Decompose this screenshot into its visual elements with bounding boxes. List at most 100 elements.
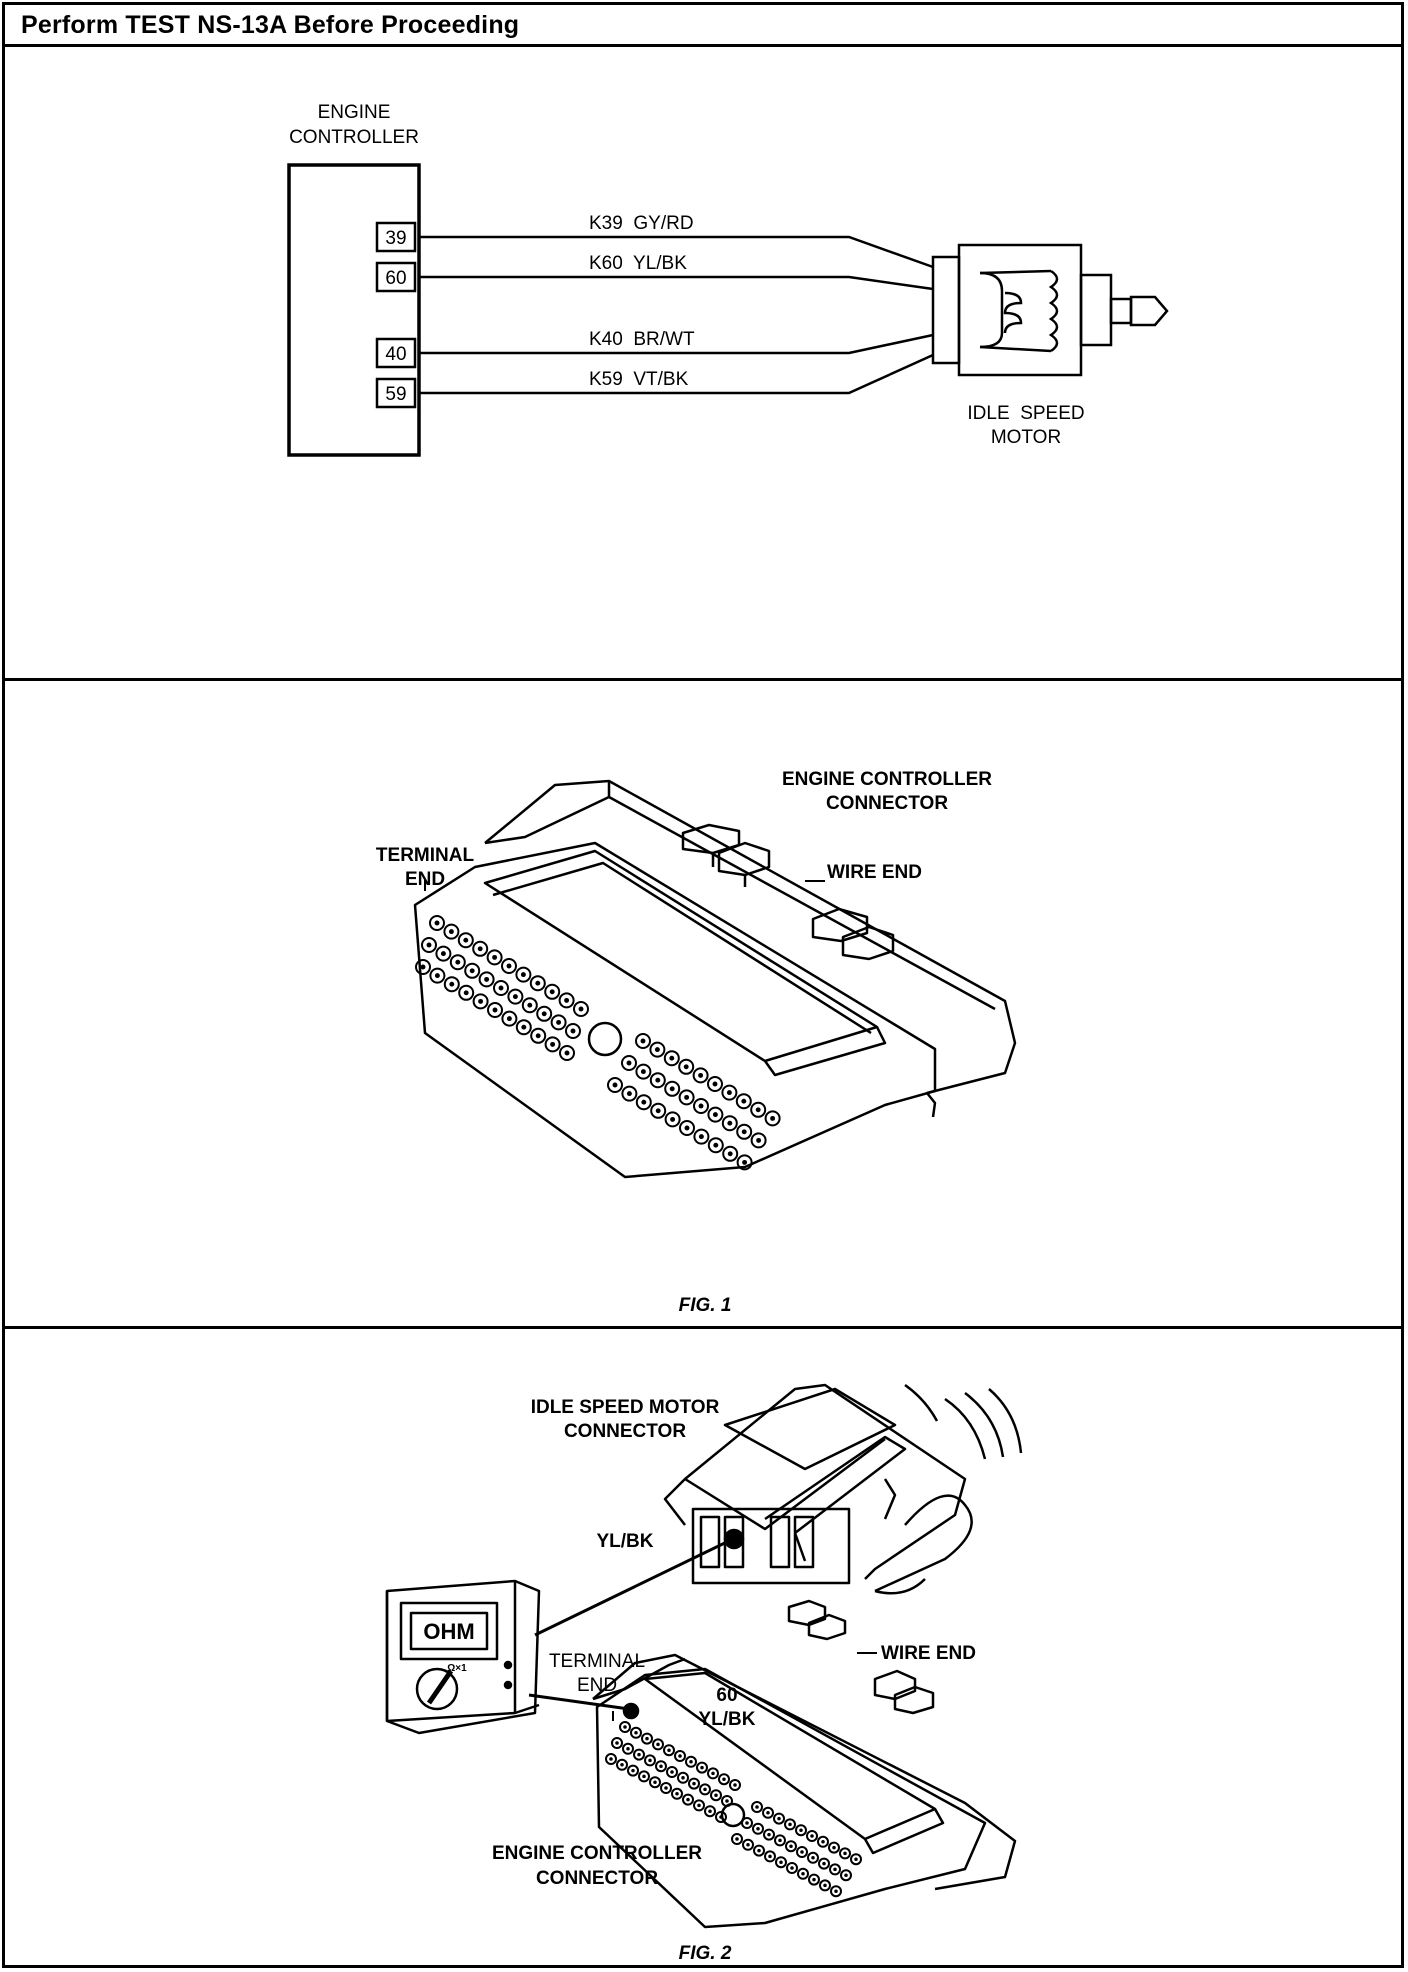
fig1-pin-contact xyxy=(541,1011,547,1017)
fig2-pin xyxy=(666,1766,678,1778)
fig1-pin xyxy=(750,1132,767,1149)
fig2-pin-contact xyxy=(615,1741,619,1745)
fig1-pin-contact xyxy=(713,1142,719,1148)
fig2-pin-contact xyxy=(667,1748,671,1752)
fig2-terminal-label-line1: TERMINAL xyxy=(549,1651,645,1672)
fig2-pin xyxy=(633,1748,645,1761)
fig2-pin-contact xyxy=(648,1758,652,1763)
fig2-pin xyxy=(784,1818,796,1831)
fig1-pin-contact xyxy=(712,1112,718,1118)
fig2-pin-contact xyxy=(609,1757,613,1761)
fig1-pin-contact xyxy=(683,1064,689,1070)
fig1-pin-contact xyxy=(492,1007,498,1013)
header-title: Perform TEST NS-13A Before Proceeding xyxy=(21,11,520,39)
fig1-caption: FIG. 1 xyxy=(679,1295,732,1316)
fig2-pin-contact xyxy=(790,1866,794,1870)
wire-label-k39: K39 GY/RD xyxy=(589,213,694,234)
fig1-pin-contact xyxy=(434,973,440,979)
meter-display-text: OHM xyxy=(423,1619,474,1644)
fig2-pin xyxy=(605,1753,617,1765)
fig2-pin xyxy=(660,1782,672,1794)
fig2-pin-contact xyxy=(686,1797,690,1802)
fig1-pin-contact xyxy=(455,959,461,965)
fig2-pin xyxy=(721,1795,733,1807)
fig2-pin xyxy=(641,1732,653,1745)
fig1-pin xyxy=(515,966,532,983)
fig2-pin-contact xyxy=(700,1765,704,1770)
fig1-pin xyxy=(478,971,495,988)
fig1-pin xyxy=(693,1098,709,1114)
fig1-pin-contact xyxy=(741,1129,747,1135)
fig2-pin-contact xyxy=(678,1754,682,1758)
fig1-panel: ENGINE CONTROLLER CONNECTOR TERMINAL END… xyxy=(5,681,1401,1329)
fig1-pin xyxy=(501,958,517,974)
fig2-pin xyxy=(693,1799,705,1812)
fig1-pin-contact xyxy=(506,1016,512,1022)
fig2-pin-contact xyxy=(675,1792,679,1796)
fig1-pin xyxy=(443,923,460,940)
fig1-pin xyxy=(650,1102,667,1119)
fig2-pin-contact xyxy=(810,1834,814,1838)
fig2-caption: FIG. 2 xyxy=(679,1943,732,1964)
fig2-pin-contact xyxy=(834,1889,838,1893)
fig1-pin xyxy=(443,976,460,993)
fig2-pin xyxy=(696,1761,708,1774)
fig1-pin-contact xyxy=(506,963,512,969)
fig2-pin-contact xyxy=(799,1828,803,1832)
fig1-pin xyxy=(573,1001,589,1017)
idle-speed-motor-symbol xyxy=(931,243,1169,377)
fig1-pin xyxy=(621,1085,638,1102)
pin-label-60: 60 xyxy=(385,268,406,289)
fig1-pin xyxy=(486,949,503,966)
fig1-wire-end-label: WIRE END xyxy=(827,862,922,883)
fig2-pin xyxy=(729,1779,741,1791)
fig2-pin xyxy=(622,1742,634,1755)
fig1-pin-contact xyxy=(670,1116,676,1122)
fig1-connector-drawing: ENGINE CONTROLLER CONNECTOR TERMINAL END… xyxy=(376,769,1017,1316)
fig1-connector-label-line2: CONNECTOR xyxy=(826,793,948,814)
pin-box-39 xyxy=(375,221,417,253)
fig2-pin xyxy=(795,1824,807,1837)
fig2-pin-contact xyxy=(711,1771,715,1776)
fig1-pin xyxy=(464,962,481,979)
fig2-pin xyxy=(742,1838,754,1851)
fig1-pin xyxy=(693,1128,710,1145)
fig1-pin xyxy=(750,1101,767,1118)
fig2-pin xyxy=(829,1863,841,1876)
fig2-pin-contact xyxy=(823,1883,827,1888)
fig2-pin xyxy=(785,1840,797,1853)
fig1-pin-contact xyxy=(578,1006,584,1012)
fig1-pin-contact xyxy=(726,1090,732,1096)
fig2-pin xyxy=(677,1771,689,1784)
fig1-pin xyxy=(536,1005,553,1022)
fig2-pin-contact xyxy=(637,1752,641,1757)
fig1-pin xyxy=(635,1033,651,1049)
wire-label-k60: K60 YL/BK xyxy=(589,253,687,274)
fig1-pin xyxy=(493,980,509,996)
fig1-pin xyxy=(707,1076,723,1092)
fig2-pin-contact xyxy=(692,1781,696,1786)
fig1-pin xyxy=(435,945,452,962)
fig2-pin-contact xyxy=(681,1776,685,1780)
fig1-pin xyxy=(544,1036,561,1053)
fig1-pin xyxy=(736,1123,753,1140)
fig1-pin xyxy=(458,984,475,1001)
fig2-pin-contact xyxy=(703,1787,707,1792)
fig1-pin-contact xyxy=(535,980,541,986)
fig1-pin-contact xyxy=(640,1069,646,1075)
sheet-header: Perform TEST NS-13A Before Proceeding xyxy=(5,5,1401,47)
fig1-pin xyxy=(664,1111,681,1128)
fig1-pin-contact xyxy=(512,994,518,1000)
fig2-pin-array xyxy=(605,1721,862,1898)
fig1-pin-contact xyxy=(655,1108,661,1114)
fig1-pin-contact xyxy=(698,1072,704,1078)
fig2-pin xyxy=(774,1834,786,1847)
wire-k39 xyxy=(419,235,934,269)
fig2-pin-contact xyxy=(714,1793,718,1797)
fig1-pin-contact xyxy=(698,1103,704,1109)
fig2-terminal-label-line2: END xyxy=(577,1675,617,1696)
fig2-pin xyxy=(830,1885,842,1898)
fig2-pin-contact xyxy=(746,1843,750,1847)
fig1-pin xyxy=(649,1072,666,1089)
fig1-pin xyxy=(449,954,466,971)
